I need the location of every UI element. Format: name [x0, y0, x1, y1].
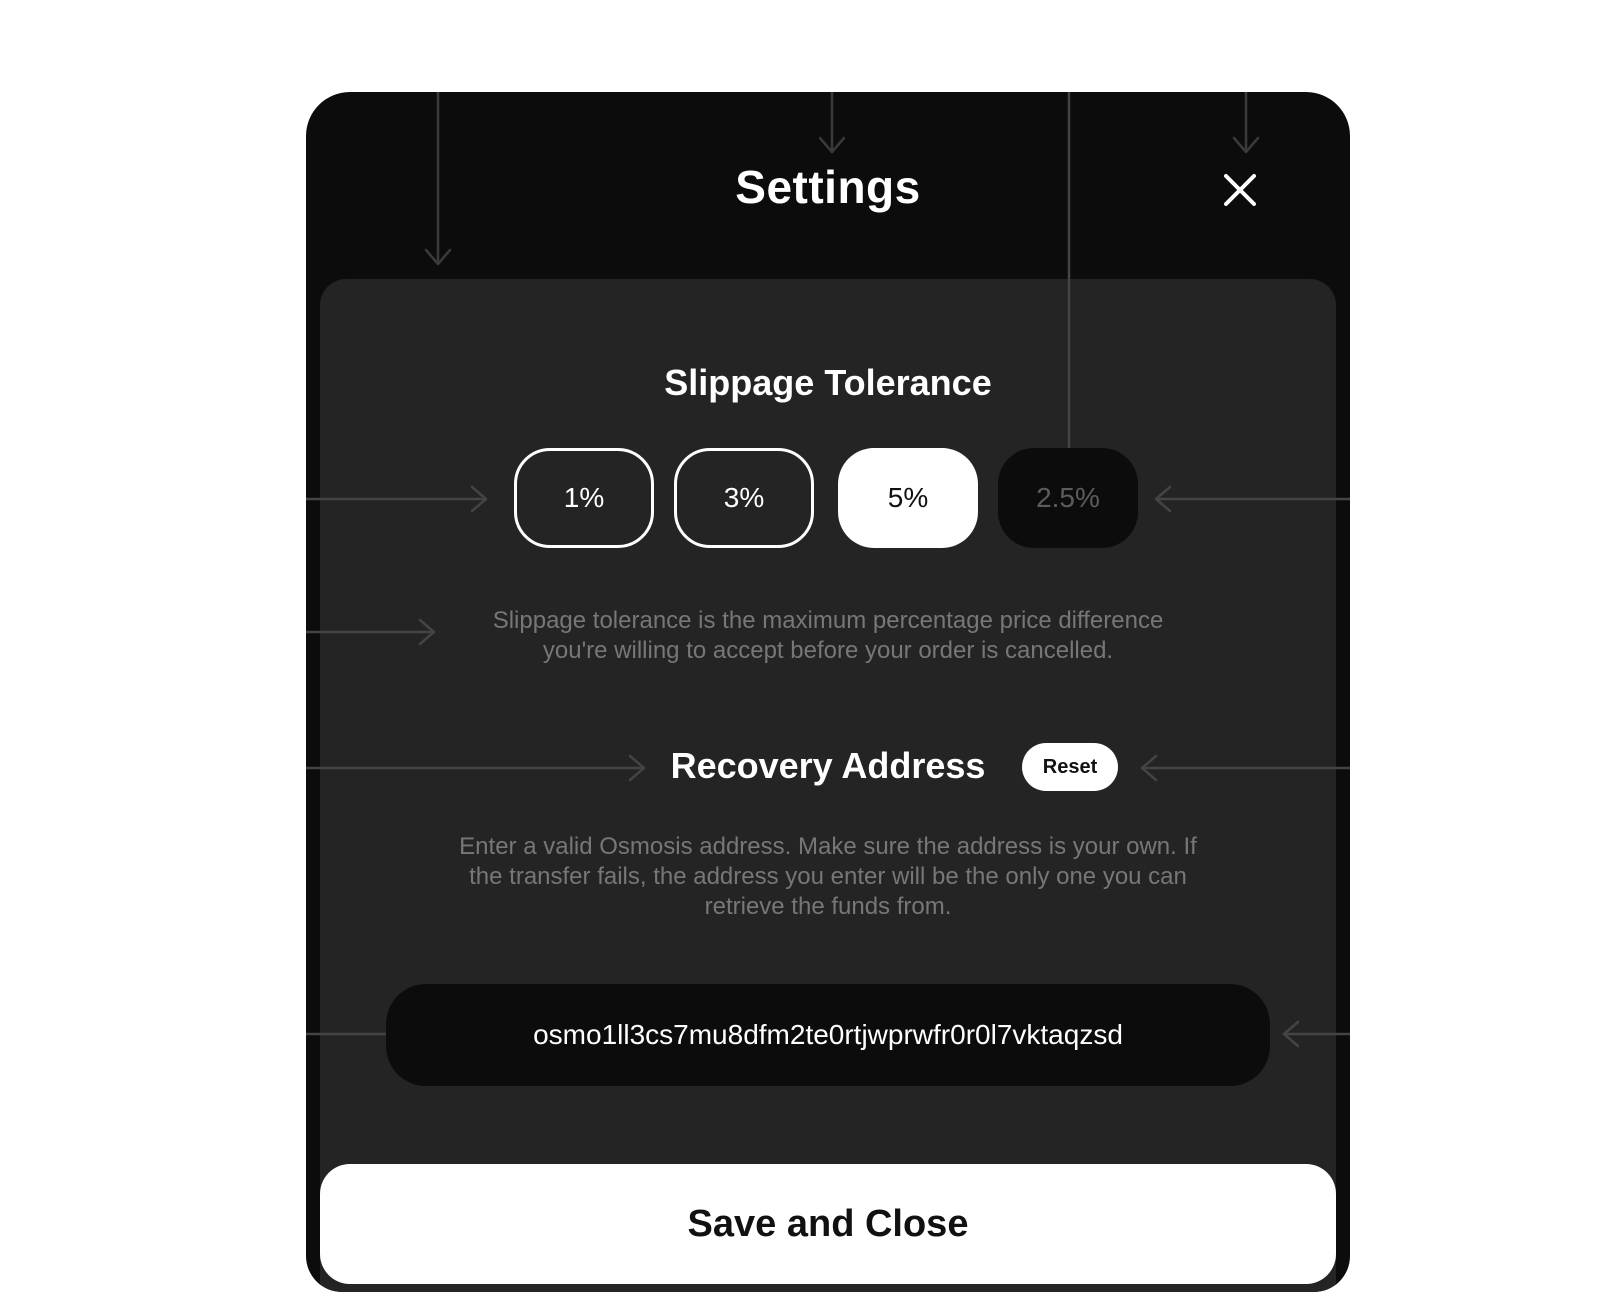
modal-title: Settings: [735, 161, 921, 213]
close-icon: [1224, 174, 1256, 206]
recovery-description-text: Enter a valid Osmosis address. Make sure…: [459, 833, 1197, 920]
recovery-title: Recovery Address: [670, 745, 986, 786]
recovery-address-input[interactable]: [386, 984, 1270, 1086]
slippage-option-5[interactable]: 5%: [838, 448, 978, 548]
settings-panel: [320, 279, 1336, 1292]
settings-modal: Settings Slippage Tolerance 1% 3% 5% Sli…: [306, 92, 1350, 1292]
close-button[interactable]: [1220, 170, 1260, 210]
slippage-option-1[interactable]: 1%: [514, 448, 654, 548]
custom-slippage-input[interactable]: [998, 448, 1138, 548]
reset-button[interactable]: Reset: [1022, 743, 1118, 791]
slippage-title: Slippage Tolerance: [664, 362, 992, 403]
save-and-close-button[interactable]: Save and Close: [320, 1164, 1336, 1284]
slippage-option-3[interactable]: 3%: [674, 448, 814, 548]
slippage-description: Slippage tolerance is the maximum percen…: [306, 606, 1350, 666]
recovery-description: Enter a valid Osmosis address. Make sure…: [306, 832, 1350, 922]
slippage-description-text: Slippage tolerance is the maximum percen…: [492, 607, 1164, 664]
